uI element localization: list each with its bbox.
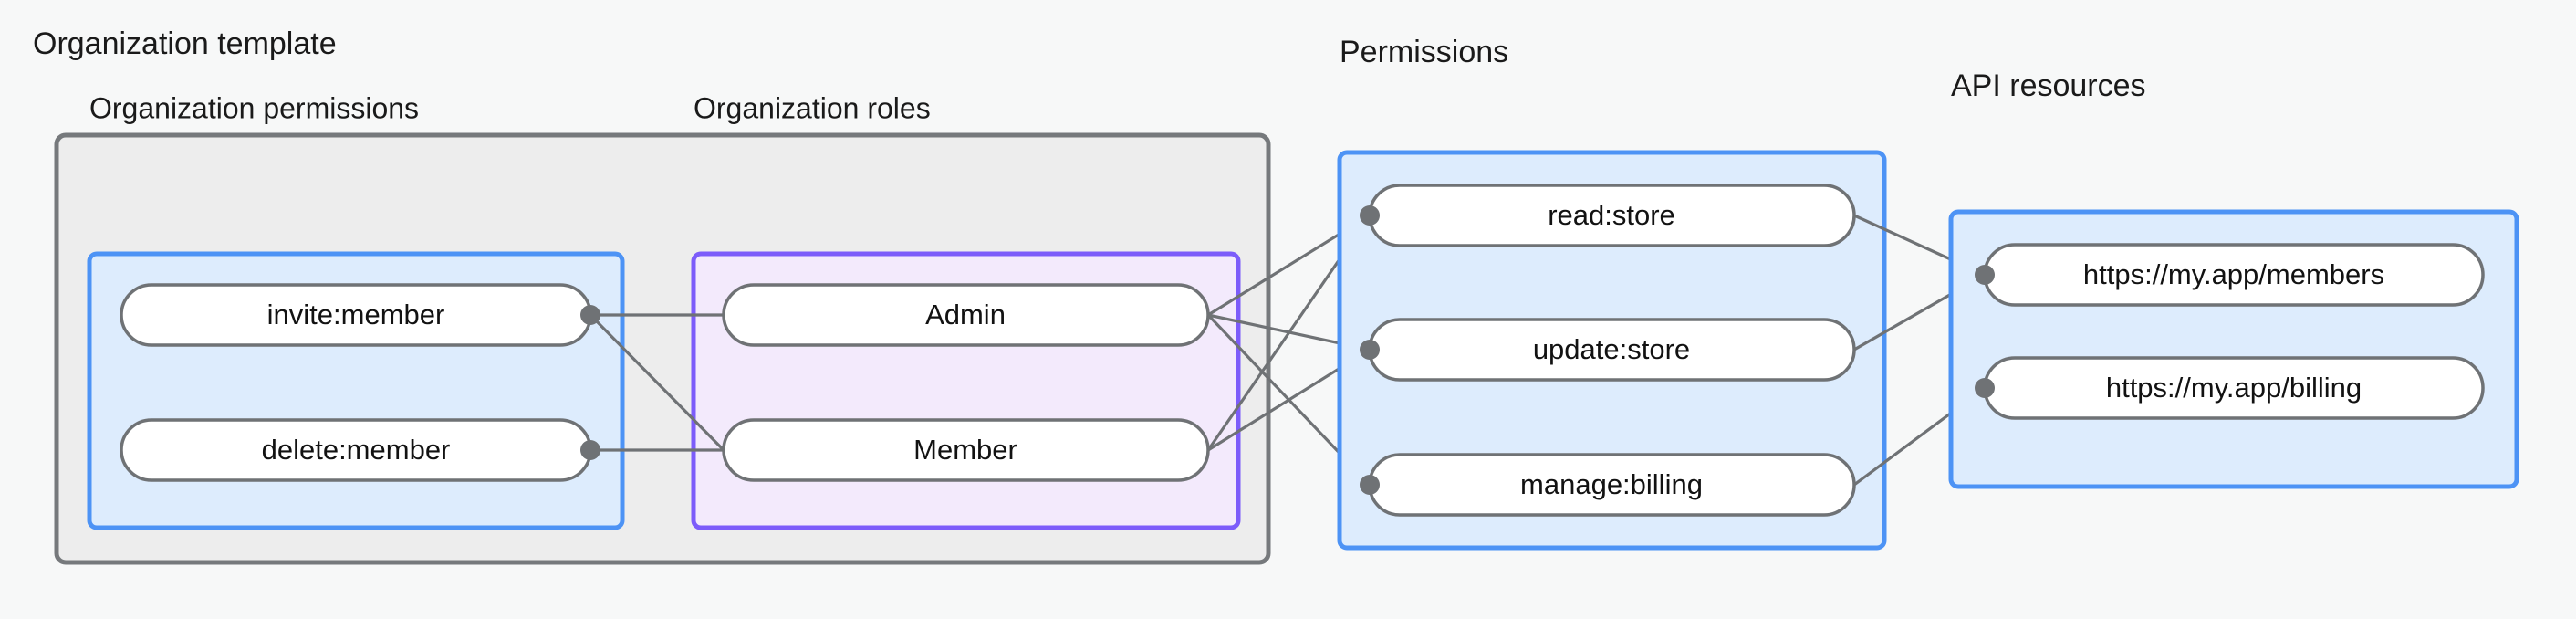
node-member-label: Member <box>913 434 1017 466</box>
permissions-label: Permissions <box>1340 35 1508 69</box>
edge-dot-invite-member <box>580 305 600 325</box>
node-billing-url-label: https://my.app/billing <box>2106 372 2362 404</box>
edge-dot-read-store <box>1360 205 1380 226</box>
node-members-url-label: https://my.app/members <box>2083 258 2384 290</box>
edge-invite-member-member <box>589 313 725 452</box>
node-invite-member-label: invite:member <box>267 299 445 330</box>
node-update-store-label: update:store <box>1533 333 1690 365</box>
node-members-url[interactable]: https://my.app/members <box>1983 243 2485 307</box>
edge-dot-manage-billing <box>1360 475 1380 495</box>
node-delete-member-label: delete:member <box>262 434 451 466</box>
node-delete-member[interactable]: delete:member <box>120 418 592 482</box>
node-read-store[interactable]: read:store <box>1368 184 1856 247</box>
node-manage-billing-label: manage:billing <box>1520 468 1703 500</box>
edge-dot-members-url <box>1975 265 1995 285</box>
node-billing-url[interactable]: https://my.app/billing <box>1983 356 2485 420</box>
node-update-store[interactable]: update:store <box>1368 318 1856 382</box>
node-manage-billing[interactable]: manage:billing <box>1368 453 1856 517</box>
node-member[interactable]: Member <box>722 418 1210 482</box>
node-read-store-label: read:store <box>1548 199 1675 231</box>
api-resources-label: API resources <box>1951 68 2146 103</box>
group-api-resources: API resources https://my.app/members htt… <box>1948 68 2519 489</box>
section-organization-roles: Organization roles Admin Member <box>691 91 1241 530</box>
node-admin-label: Admin <box>925 299 1006 330</box>
group-permissions: Permissions read:store update:store mana… <box>1337 35 1887 551</box>
edges-permissions-to-roles <box>580 305 725 460</box>
edge-dot-update-store <box>1360 340 1380 360</box>
organization-roles-label: Organization roles <box>694 91 931 124</box>
edge-dot-billing-url <box>1975 378 1995 398</box>
node-admin[interactable]: Admin <box>722 283 1210 347</box>
organization-permissions-label: Organization permissions <box>89 91 419 124</box>
organization-template-label: Organization template <box>33 26 337 61</box>
node-invite-member[interactable]: invite:member <box>120 283 592 347</box>
edge-dot-delete-member <box>580 440 600 460</box>
group-organization-template: Organization template Organization permi… <box>33 26 1271 565</box>
